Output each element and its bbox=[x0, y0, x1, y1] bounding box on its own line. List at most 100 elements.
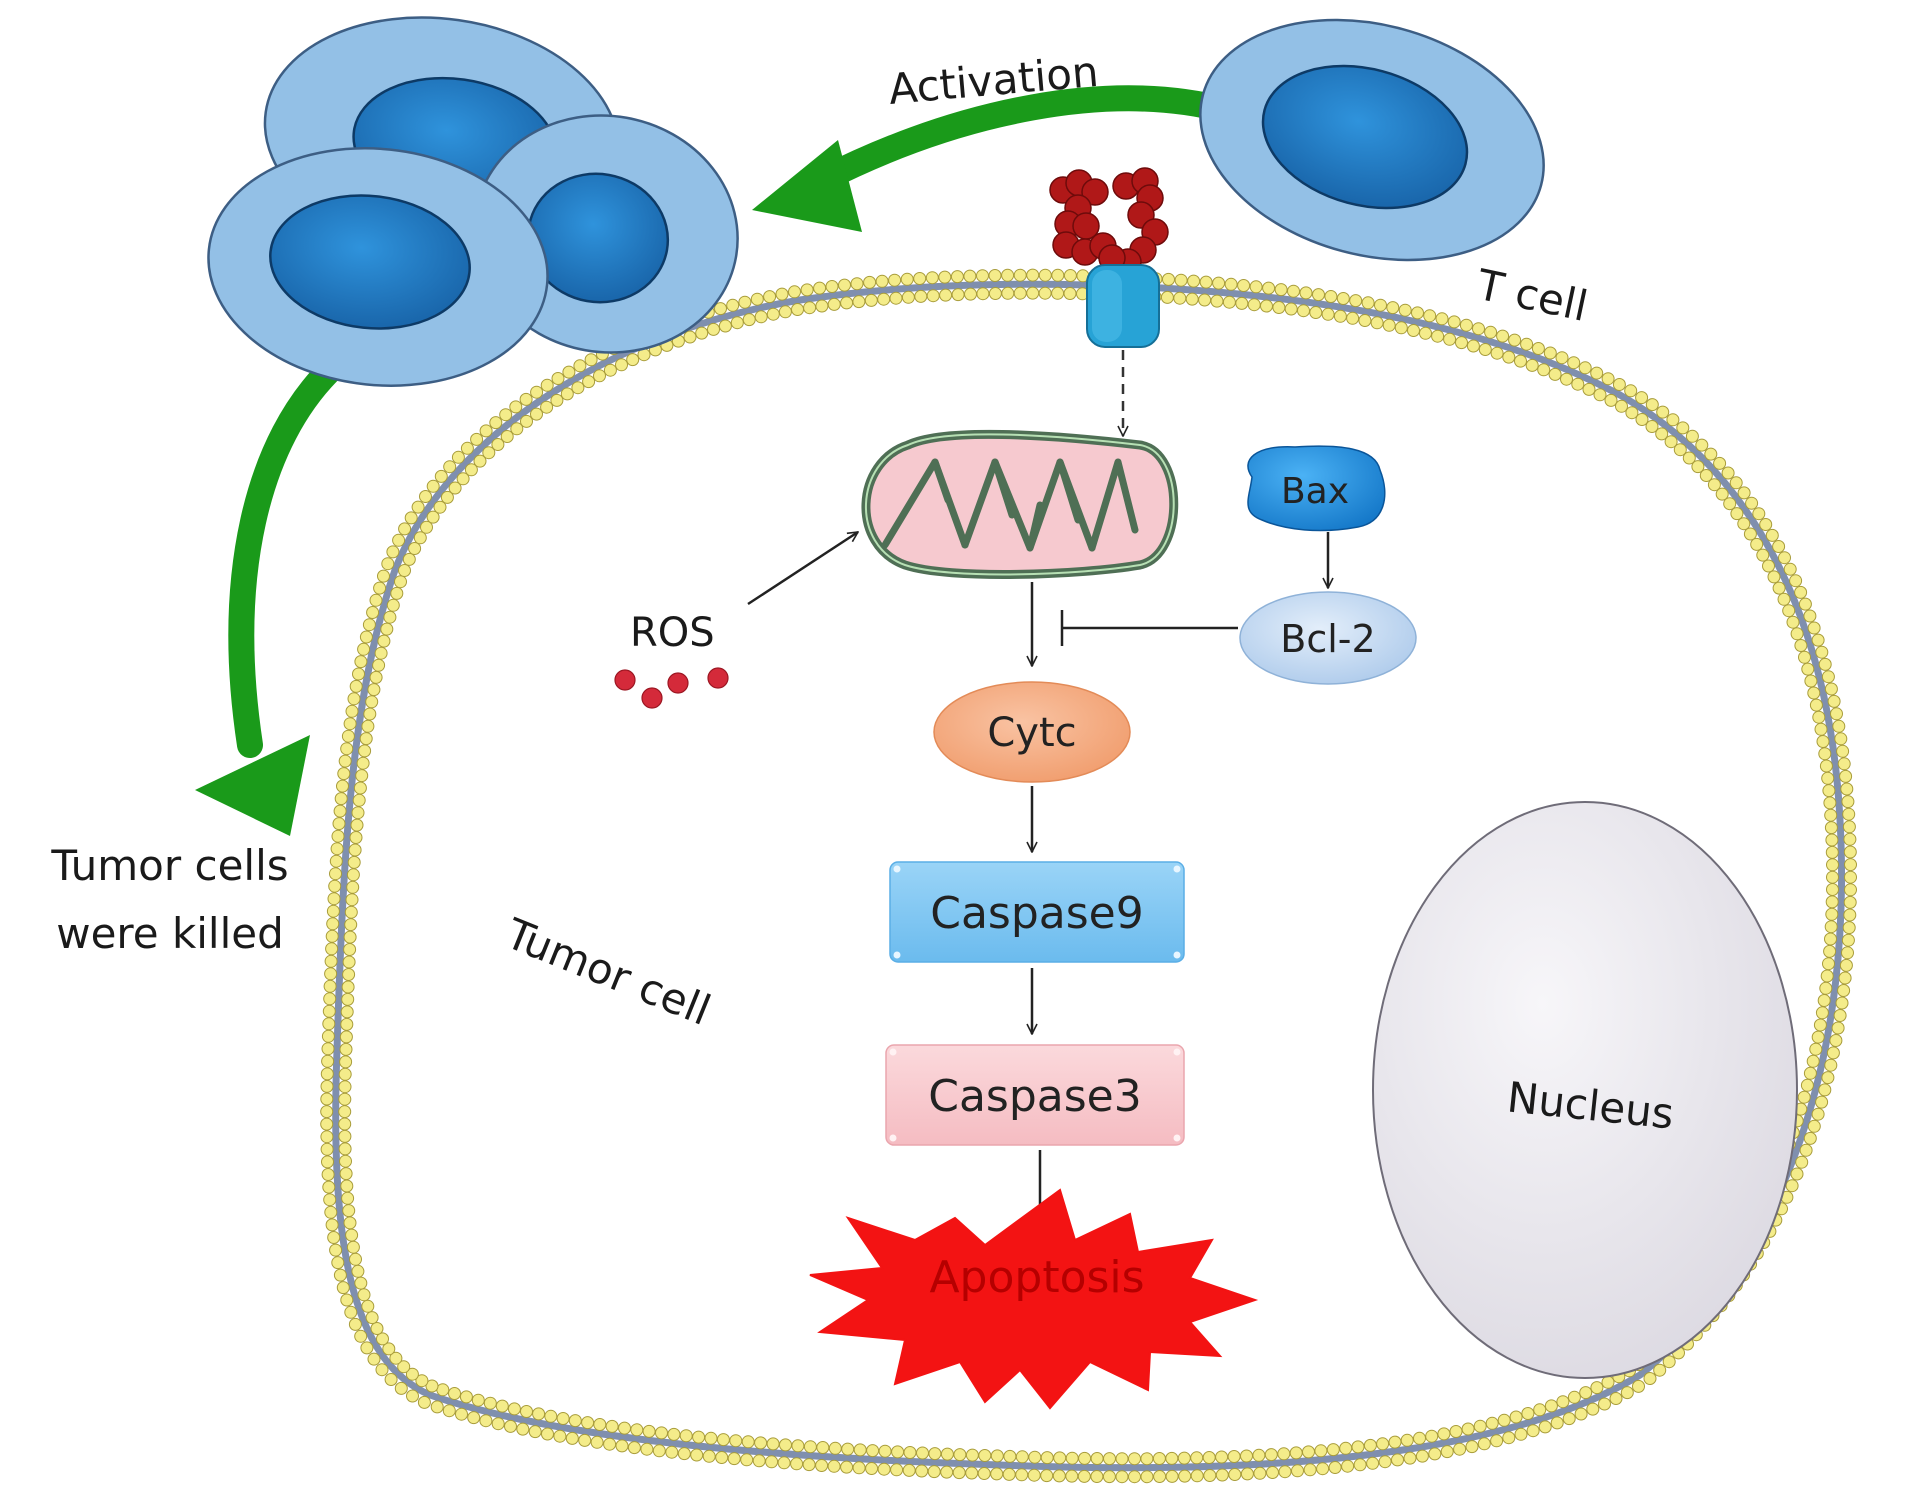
membrane-bead bbox=[323, 979, 337, 993]
membrane-bead bbox=[655, 1426, 668, 1440]
membrane-bead bbox=[1797, 1090, 1811, 1104]
membrane-bead bbox=[323, 992, 337, 1006]
membrane-bead bbox=[425, 1379, 439, 1393]
membrane-bead bbox=[1314, 1444, 1328, 1458]
membrane-bead bbox=[322, 1004, 336, 1018]
membrane-bead bbox=[778, 305, 792, 319]
membrane-bead bbox=[850, 277, 864, 291]
membrane-bead bbox=[334, 792, 348, 806]
membrane-bead bbox=[340, 742, 354, 756]
membrane-bead bbox=[456, 472, 470, 486]
t-cell-icon-front bbox=[207, 147, 549, 387]
membrane-bead bbox=[352, 793, 366, 807]
membrane-bead bbox=[1001, 286, 1015, 300]
membrane-bead bbox=[1729, 476, 1743, 490]
membrane-bead bbox=[1077, 1469, 1091, 1483]
membrane-bead bbox=[875, 274, 889, 288]
membrane-bead bbox=[951, 288, 965, 302]
membrane-bead bbox=[1841, 933, 1855, 947]
membrane-bead bbox=[1609, 1392, 1623, 1405]
membrane-bead bbox=[1026, 268, 1040, 282]
membrane-bead bbox=[1297, 304, 1310, 318]
membrane-bead bbox=[336, 779, 349, 793]
membrane-bead bbox=[1837, 984, 1851, 997]
membrane-bead bbox=[411, 500, 425, 514]
membrane-bead bbox=[1555, 351, 1569, 365]
membrane-bead bbox=[791, 303, 804, 316]
membrane-bead bbox=[354, 1329, 368, 1343]
membrane-bead bbox=[1428, 1447, 1442, 1461]
membrane-bead bbox=[1721, 466, 1735, 480]
membrane-bead bbox=[915, 1464, 929, 1478]
membrane-bead bbox=[1278, 1465, 1292, 1479]
membrane-bead bbox=[337, 767, 351, 781]
membrane-bead bbox=[1346, 311, 1360, 325]
membrane-bead bbox=[369, 593, 383, 607]
membrane-bead bbox=[642, 1424, 656, 1438]
membrane-bead bbox=[467, 1411, 481, 1425]
membrane-bead bbox=[827, 297, 841, 311]
membrane-bead bbox=[1772, 581, 1786, 595]
membrane-bead bbox=[1676, 421, 1690, 435]
membrane-bead bbox=[408, 542, 422, 555]
membrane-bead bbox=[339, 1154, 352, 1168]
membrane-bead bbox=[1253, 1466, 1267, 1480]
membrane-bead bbox=[373, 581, 387, 595]
membrane-bead bbox=[1567, 356, 1581, 370]
caspase9-label: Caspase9 bbox=[930, 888, 1144, 939]
membrane-bead bbox=[584, 353, 598, 367]
membrane-bead bbox=[928, 1447, 942, 1461]
cytc-label: Cytc bbox=[987, 710, 1076, 756]
membrane-bead bbox=[777, 1456, 791, 1470]
membrane-bead bbox=[329, 1243, 343, 1257]
membrane-bead bbox=[372, 658, 386, 672]
membrane-bead bbox=[349, 1252, 362, 1266]
membrane-bead bbox=[891, 1445, 905, 1459]
membrane-bead bbox=[1825, 895, 1839, 909]
membrane-bead bbox=[652, 1444, 666, 1458]
membrane-bead bbox=[1824, 920, 1838, 934]
membrane-bead bbox=[328, 879, 342, 893]
membrane-bead bbox=[1612, 378, 1626, 391]
membrane-bead bbox=[322, 1017, 336, 1031]
membrane-bead bbox=[1015, 1468, 1029, 1482]
killing-arrow bbox=[195, 352, 348, 836]
membrane-bead bbox=[451, 450, 465, 464]
membrane-bead bbox=[1002, 1467, 1016, 1481]
membrane-bead bbox=[1590, 366, 1604, 380]
membrane-bead bbox=[1266, 1466, 1279, 1479]
membrane-bead bbox=[1562, 1412, 1576, 1426]
membrane-bead bbox=[1299, 286, 1313, 300]
membrane-bead bbox=[1453, 1442, 1467, 1456]
membrane-bead bbox=[582, 375, 596, 389]
membrane-bead bbox=[1316, 1462, 1330, 1476]
membrane-bead bbox=[1526, 1424, 1540, 1438]
membrane-bead bbox=[344, 918, 358, 932]
membrane-bead bbox=[1798, 597, 1812, 611]
membrane-bead bbox=[726, 298, 740, 312]
membrane-bead bbox=[1838, 971, 1852, 985]
membrane-bead bbox=[965, 1448, 979, 1462]
bax-node: Bax bbox=[1247, 445, 1386, 532]
membrane-bead bbox=[813, 281, 827, 295]
membrane-bead bbox=[321, 1168, 335, 1181]
membrane-bead bbox=[361, 719, 375, 733]
membrane-bead bbox=[382, 1342, 396, 1356]
membrane-bead bbox=[1115, 1470, 1129, 1484]
membrane-bead bbox=[405, 1367, 419, 1381]
membrane-bead bbox=[553, 1429, 567, 1443]
membrane-bead bbox=[1782, 604, 1796, 618]
membrane-bead bbox=[788, 285, 801, 299]
membrane-bead bbox=[667, 1427, 681, 1441]
membrane-bead bbox=[404, 511, 418, 525]
membrane-bead bbox=[1841, 946, 1854, 960]
membrane-bead bbox=[1818, 747, 1832, 761]
membrane-bead bbox=[1556, 1395, 1570, 1409]
membrane-bead bbox=[1264, 1448, 1278, 1462]
membrane-bead bbox=[330, 842, 344, 856]
membrane-bead bbox=[752, 1454, 766, 1468]
membrane-bead bbox=[630, 1423, 644, 1437]
membrane-bead bbox=[390, 586, 404, 600]
membrane-bead bbox=[803, 301, 817, 315]
membrane-bead bbox=[775, 287, 789, 301]
